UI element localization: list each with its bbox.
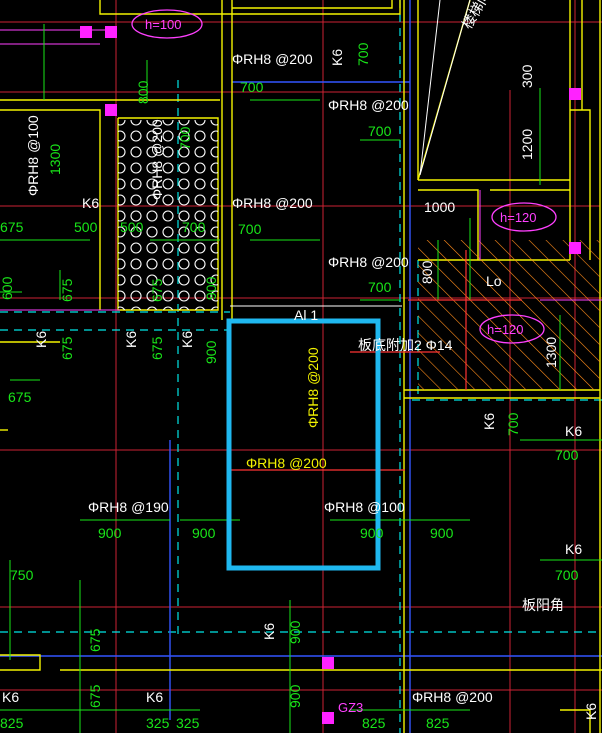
column-marker	[80, 26, 92, 38]
h100-ellipse	[131, 9, 203, 39]
lo-label: Lo	[486, 273, 502, 289]
dim-label: 1300	[543, 337, 559, 368]
column-marker	[105, 26, 117, 38]
dim-label: 825	[426, 715, 450, 731]
rebar-label: ΦRH8 @190	[88, 499, 169, 515]
dim-label: 750	[10, 567, 34, 583]
k6-label: K6	[565, 423, 582, 439]
k6-label: K6	[179, 331, 195, 348]
dim-label: 700	[368, 123, 392, 139]
selection-box[interactable]	[226, 318, 381, 571]
dim-label: 1300	[47, 144, 63, 175]
h120-label-a: h=120	[500, 210, 537, 225]
rebar-label: ΦRH8 @200	[232, 195, 313, 211]
dim-label: 500	[74, 219, 98, 235]
dim-label: 900	[192, 525, 216, 541]
h120-label-b: h=120	[487, 322, 524, 337]
dim-label: 325	[146, 715, 170, 731]
dim-label: 1200	[519, 129, 535, 160]
rebar-label: ΦRH8 @200	[328, 97, 409, 113]
dim-label: 675	[0, 219, 24, 235]
column-marker	[322, 657, 334, 669]
dim-label: 700	[368, 279, 392, 295]
dim-label: 900	[203, 340, 219, 364]
rebar-label: ΦRH8 @100	[25, 115, 41, 196]
k6-label: K6	[583, 703, 599, 720]
dim-label: 900	[98, 525, 122, 541]
dim-label: 675	[59, 336, 75, 360]
dim-label: 1000	[424, 199, 455, 215]
dim-label: 675	[149, 336, 165, 360]
dim-label: 900	[203, 276, 219, 300]
void-pattern-area	[118, 120, 218, 310]
k6-label: K6	[82, 195, 99, 211]
dim-label: 700	[355, 42, 371, 66]
dim-label: 800	[135, 80, 151, 104]
h100-label: h=100	[145, 17, 182, 32]
dim-label: 675	[87, 628, 103, 652]
k6-label: K6	[123, 331, 139, 348]
k6-label: K6	[565, 541, 582, 557]
rebar-label: ΦRH8 @200	[232, 51, 313, 67]
dim-label: 800	[419, 260, 435, 284]
rebar-label: ΦRH8 @200	[149, 119, 165, 200]
dim-label: 700	[240, 79, 264, 95]
dim-label: 900	[287, 620, 303, 644]
dim-label: 700	[555, 447, 579, 463]
gz3-label: GZ3	[338, 700, 363, 715]
white-lines	[230, 0, 471, 307]
dim-label: 825	[362, 715, 386, 731]
rebar-label: ΦRH8 @200	[246, 455, 327, 471]
dim-label: 675	[8, 389, 32, 405]
corner-note: 板阳角	[522, 597, 564, 613]
dim-label: 675	[149, 278, 165, 302]
dim-label: 600	[0, 276, 15, 300]
rebar-label: ΦRH8 @100	[324, 499, 405, 515]
k6-label: K6	[481, 413, 497, 430]
dim-label: 900	[430, 525, 454, 541]
k6-label: K6	[146, 689, 163, 705]
k6-label: K6	[33, 331, 49, 348]
k6-label: K6	[261, 623, 277, 640]
dim-label: 300	[519, 64, 535, 88]
rebar-label: ΦRH8 @200	[305, 347, 321, 428]
dim-label: 700	[238, 221, 262, 237]
dim-label: 700	[555, 567, 579, 583]
dim-label: 675	[59, 278, 75, 302]
dim-label: 700	[177, 126, 193, 150]
dim-label: 900	[360, 525, 384, 541]
dim-label: 325	[176, 715, 200, 731]
slab-note: 板底附加2 Φ14	[358, 337, 453, 353]
column-markers	[80, 26, 581, 724]
dim-label: 700	[505, 412, 521, 436]
rebar-label: ΦRH8 @200	[328, 254, 409, 270]
dim-label: 500	[120, 219, 144, 235]
dim-label: 700	[182, 219, 206, 235]
dim-label: 825	[0, 715, 24, 731]
column-marker	[569, 88, 581, 100]
dim-label: 900	[287, 684, 303, 708]
al1-label: Al 1	[294, 307, 318, 323]
h120-ellipse-a	[491, 202, 557, 232]
dimension-lines	[0, 24, 602, 733]
stair-note: 楼梯间	[459, 0, 494, 31]
h120-ellipse-b	[479, 314, 545, 344]
dim-label: 675	[87, 684, 103, 708]
column-marker	[322, 712, 334, 724]
k6-label: K6	[2, 689, 19, 705]
rebar-label: ΦRH8 @200	[412, 689, 493, 705]
column-marker	[569, 242, 581, 254]
column-marker	[105, 104, 117, 116]
k6-label: K6	[329, 49, 345, 66]
